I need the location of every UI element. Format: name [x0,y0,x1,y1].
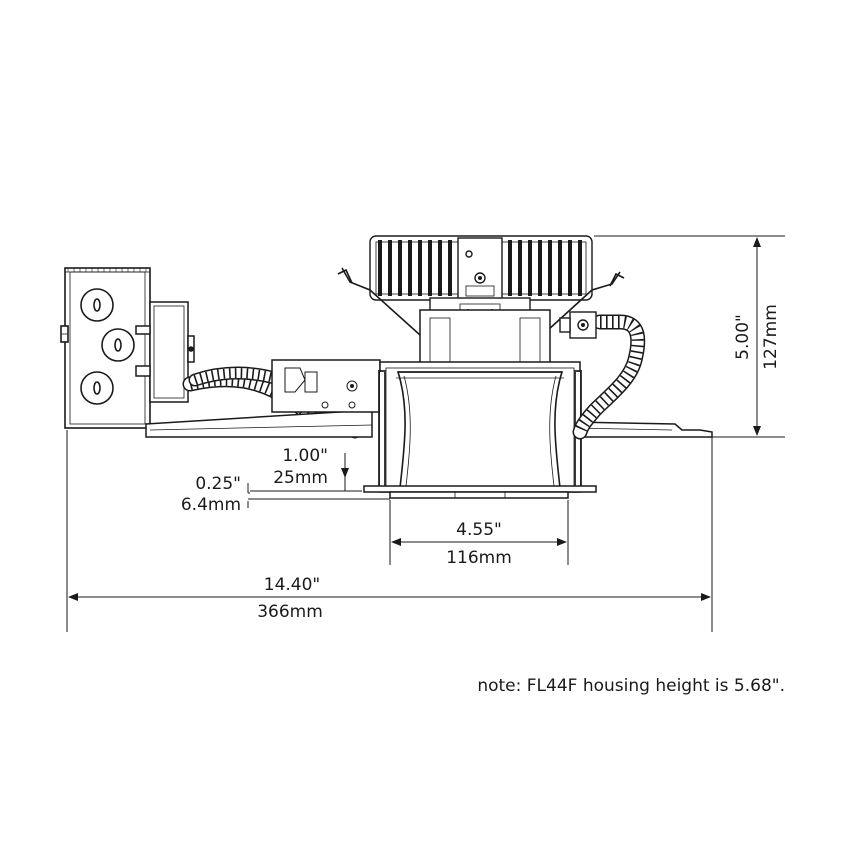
flange-in-label: 0.25" [195,474,241,494]
junction-box [60,267,151,429]
overall-mm-label: 366mm [257,602,323,622]
aperture-mm-label: 116mm [446,548,512,568]
mounting-plate [145,359,713,438]
flex-conduit-right [572,314,646,440]
overall-in-label: 14.40" [264,575,321,595]
flange-mm-label: 6.4mm [181,495,241,515]
driver-box [135,301,195,403]
knockout-3 [80,371,114,405]
aperture-in-label: 4.55" [456,520,502,540]
dimension-lines [66,235,785,632]
housing-body [363,309,597,499]
knockout-2 [101,328,135,362]
knockout-1 [80,288,114,322]
conduit-connector [559,311,597,339]
spring-clips [337,267,625,336]
heat-sink [369,235,593,319]
trim-in-label: 1.00" [282,446,328,466]
height-in-label: 5.00" [733,314,753,360]
housing-height-note: note: FL44F housing height is 5.68". [477,676,785,696]
height-mm-label: 127mm [761,304,781,370]
trim-mm-label: 25mm [273,468,328,488]
